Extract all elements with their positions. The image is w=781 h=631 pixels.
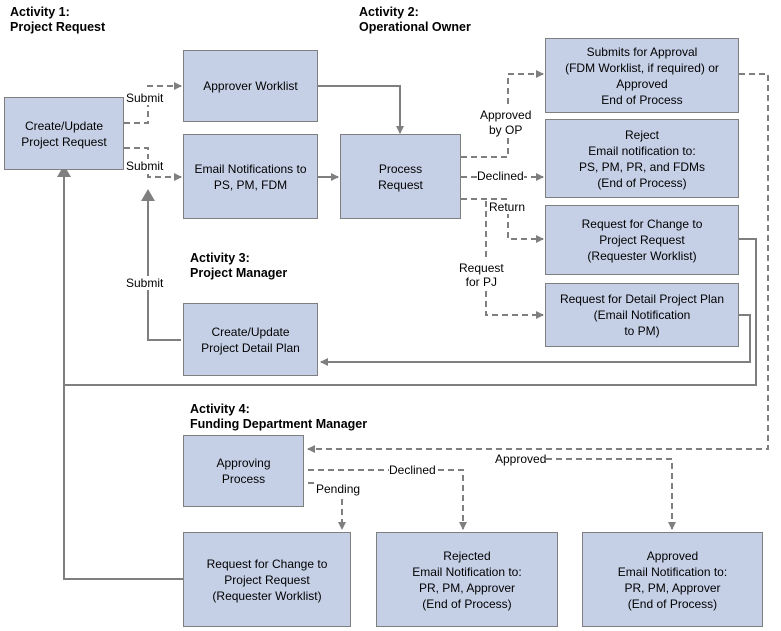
box-line: (End of Process) (597, 175, 687, 190)
arrow-approved-by-op (461, 70, 544, 158)
rejected-notification-box[interactable]: Rejected Email Notification to: PR, PM, … (376, 532, 558, 627)
box-line: Project Request (21, 134, 107, 149)
request-change-fdm-box[interactable]: Request for Change to Project Request (R… (183, 532, 351, 627)
box-line: Email Notification to: (617, 564, 728, 579)
box-line: Project Request (224, 572, 310, 587)
submit-label-3: Submit (126, 276, 164, 290)
box-line: Rejected (443, 548, 491, 563)
label-line: Request (459, 261, 504, 275)
box-line: Process (221, 472, 266, 486)
arrow-request-for-pj (485, 201, 544, 319)
approved-by-op-label: Approved by OP (480, 108, 532, 138)
box-line: Approved (646, 548, 699, 563)
arrow-change-op-to-request (63, 172, 757, 386)
request-detail-plan-box[interactable]: Request for Detail Project Plan (Email N… (545, 283, 739, 347)
approver-worklist-box[interactable]: Approver Worklist (183, 50, 318, 122)
activity-3-title: Project Manager (190, 266, 288, 280)
create-update-detail-plan-box[interactable]: Create/Update Project Detail Plan (183, 303, 318, 376)
box-line: Request (378, 177, 423, 192)
box-line: Email Notifications to (194, 161, 307, 176)
arrowhead-to-request (57, 165, 71, 177)
box-line: PS, PM, FDM (213, 177, 288, 192)
arrow-detail-submit (147, 195, 181, 341)
box-line: Request for Change to (581, 217, 703, 231)
process-request-box[interactable]: Process Request (340, 134, 461, 219)
label-line: by OP (489, 123, 523, 137)
arrow-detail-plan-to-pm (320, 314, 751, 366)
box-line: Reject (624, 127, 659, 142)
request-change-op-box[interactable]: Request for Change to Project Request (R… (545, 205, 739, 275)
label-line: for PJ (465, 275, 498, 289)
activity-1-title: Project Request (10, 20, 106, 34)
label-line: Declined (389, 463, 436, 477)
box-line: Approved (616, 76, 668, 91)
activity-1-heading: Activity 1: Project Request (10, 5, 105, 35)
box-line: (End of Process) (422, 596, 512, 611)
box-line: PS, PM, PR, and FDMs (578, 159, 706, 174)
box-line: Approver Worklist (203, 79, 298, 93)
submits-for-approval-box[interactable]: Submits for Approval (FDM Worklist, if r… (545, 38, 739, 113)
box-line: Process (378, 161, 423, 176)
approving-process-box[interactable]: Approving Process (183, 435, 304, 507)
box-line: (FDM Worklist, if required) or (565, 60, 719, 75)
approved-notification-box[interactable]: Approved Email Notification to: PR, PM, … (582, 532, 763, 627)
arrow-declined-fdm (308, 469, 467, 530)
request-for-pj-label: Request for PJ (459, 261, 504, 289)
box-line: Submits for Approval (586, 44, 698, 59)
box-line: Project Request (599, 233, 685, 247)
return-label: Return (489, 200, 526, 214)
box-line: Create/Update (24, 118, 104, 133)
label-line: Approved (495, 452, 547, 466)
pending-label: Pending (316, 482, 361, 496)
approved-fdm-label: Approved (495, 452, 547, 466)
box-line: (Requester Worklist) (587, 249, 697, 263)
submit-label-1: Submit (126, 91, 164, 105)
activity-4-heading: Activity 4: Funding Department Manager (190, 402, 367, 432)
activity-4-title: Funding Department Manager (190, 417, 368, 431)
box-line: Approving (216, 456, 271, 470)
label-line: Declined (477, 169, 524, 183)
declined-op-label: Declined (477, 169, 524, 183)
reject-notification-box[interactable]: Reject Email notification to: PS, PM, PR… (545, 119, 739, 198)
activity-3-number: Activity 3: (190, 251, 250, 265)
arrow-return (461, 198, 544, 243)
box-line: (End of Process) (627, 596, 718, 611)
box-line: PR, PM, Approver (418, 580, 516, 595)
arrow-approved-fdm (506, 458, 676, 530)
arrow-submits-to-approving (307, 73, 769, 453)
activity-2-heading: Activity 2: Operational Owner (359, 5, 471, 35)
create-update-project-request-box[interactable]: Create/Update Project Request (4, 97, 124, 170)
label-line: Return (489, 200, 526, 214)
box-line: Project Detail Plan (201, 340, 300, 355)
label-line: Approved (480, 108, 532, 122)
box-line: Request for Detail Project Plan (559, 292, 725, 306)
arrowhead-to-email (141, 189, 155, 201)
box-line: Email Notification to: (412, 564, 522, 579)
box-line: (Email Notification (593, 308, 691, 322)
label-line: Pending (316, 482, 361, 496)
arrow-worklist-to-process (318, 85, 404, 134)
box-line: End of Process (601, 92, 683, 107)
email-notifications-box[interactable]: Email Notifications to PS, PM, FDM (183, 134, 318, 219)
activity-2-title: Operational Owner (359, 20, 471, 34)
box-line: Create/Update (211, 324, 290, 339)
label-line: Submit (126, 276, 164, 290)
box-line: PR, PM, Approver (624, 580, 721, 595)
box-line: to PM) (624, 324, 660, 338)
activity-1-number: Activity 1: (10, 5, 70, 19)
submit-label-2: Submit (126, 159, 164, 173)
activity-2-number: Activity 2: (359, 5, 419, 19)
box-line: Email notification to: (588, 143, 696, 158)
box-line: Request for Change to (206, 556, 328, 571)
activity-4-number: Activity 4: (190, 402, 250, 416)
arrow-request-to-email-notifications (124, 147, 182, 181)
label-line: Submit (126, 159, 164, 173)
arrow-change-fdm-to-request (63, 385, 183, 580)
declined-fdm-label: Declined (389, 463, 436, 477)
box-line: (Requester Worklist) (212, 588, 322, 603)
activity-3-heading: Activity 3: Project Manager (190, 251, 287, 281)
label-line: Submit (126, 91, 164, 105)
